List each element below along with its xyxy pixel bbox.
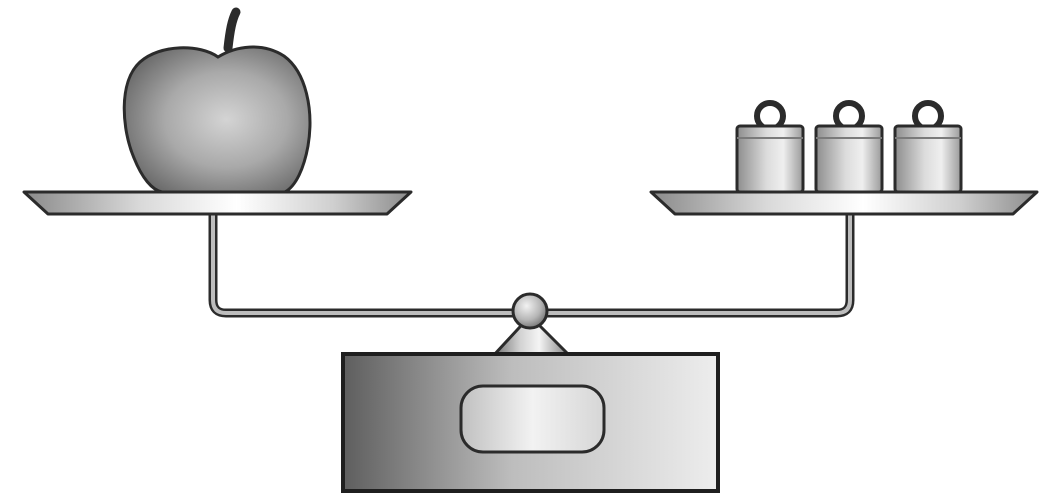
right-pan — [649, 190, 1039, 216]
weight-icon — [814, 100, 884, 194]
apple-icon — [122, 7, 312, 194]
pivot-knob — [511, 292, 549, 330]
left-pan — [22, 190, 413, 216]
scale-display-plate — [459, 384, 606, 454]
weight-icon — [735, 100, 805, 194]
weight-icon — [893, 100, 963, 194]
